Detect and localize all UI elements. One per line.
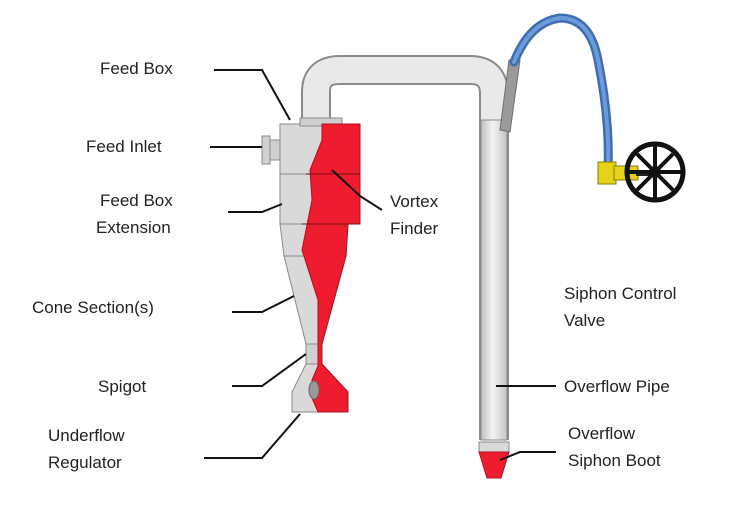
leader-overflow-siphon-boot xyxy=(499,451,556,461)
label-feed-inlet: Feed Inlet xyxy=(86,137,162,156)
leader-lines xyxy=(204,69,556,461)
label-vortex-finder-line2: Finder xyxy=(390,219,439,238)
label-underflow-regulator-line1: Underflow xyxy=(48,426,125,445)
siphon-control-valve xyxy=(597,141,686,203)
label-cone-sections: Cone Section(s) xyxy=(32,298,154,317)
label-overflow-siphon-boot-line2: Siphon Boot xyxy=(568,451,661,470)
label-overflow-pipe: Overflow Pipe xyxy=(564,377,670,396)
label-feed-box: Feed Box xyxy=(100,59,173,78)
feed-inlet xyxy=(261,135,281,165)
label-spigot: Spigot xyxy=(98,377,147,396)
leader-feed-box xyxy=(214,69,291,121)
label-siphon-control-valve-line1: Siphon Control xyxy=(564,284,677,303)
leader-underflow-regulator xyxy=(204,413,301,459)
label-vortex-finder-line1: Vortex xyxy=(390,192,439,211)
overflow-pipe xyxy=(301,55,510,453)
label-feed-box-extension-line1: Feed Box xyxy=(100,191,173,210)
leader-feed-box-extension xyxy=(228,203,283,213)
leader-cone-section xyxy=(232,295,295,313)
leader-spigot xyxy=(232,353,307,387)
overflow-siphon-boot xyxy=(478,451,510,479)
hydrocyclone-body xyxy=(261,117,361,413)
label-underflow-regulator-line2: Regulator xyxy=(48,453,122,472)
siphon-connector xyxy=(499,59,521,133)
valve-wheel-icon xyxy=(624,141,686,203)
label-overflow-siphon-boot-line1: Overflow xyxy=(568,424,636,443)
label-siphon-control-valve-line2: Valve xyxy=(564,311,606,330)
leader-vortex-finder xyxy=(331,169,383,211)
label-feed-box-extension-line2: Extension xyxy=(96,218,171,237)
